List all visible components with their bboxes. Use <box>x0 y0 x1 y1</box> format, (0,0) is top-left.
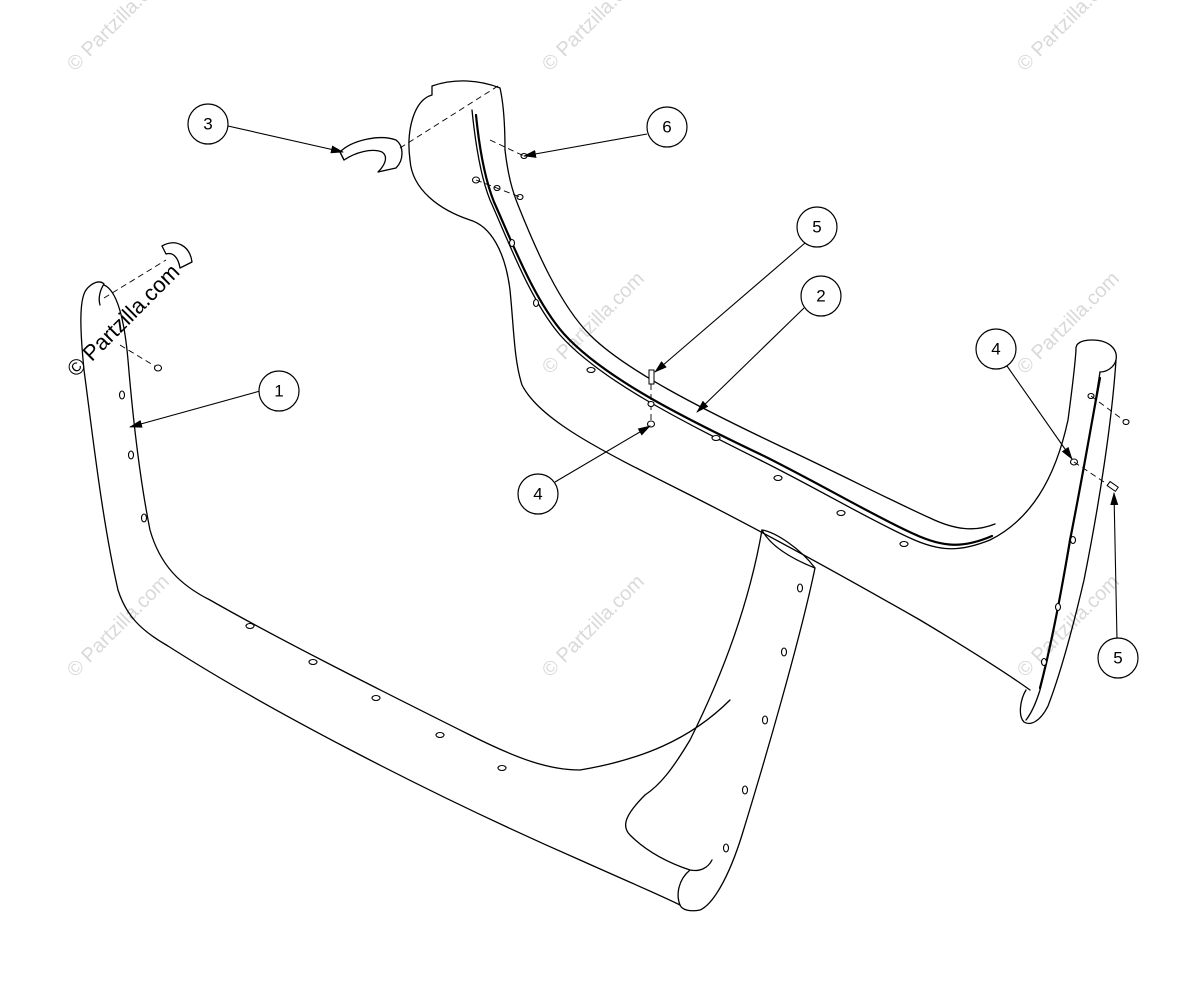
watermark-text: © Partzilla.com <box>63 571 174 682</box>
callout-circle <box>517 473 559 515</box>
callout-circle <box>187 103 229 145</box>
part-2-right-side-panel <box>399 80 1130 725</box>
watermark-text: © Partzilla.com <box>538 571 649 682</box>
watermark-text: © Partzilla.com <box>1013 0 1124 76</box>
callout-3: 3 <box>187 103 344 154</box>
callout-label: 1 <box>274 382 283 401</box>
callout-5-center: 5 <box>654 206 838 373</box>
callout-4-right: 4 <box>975 328 1073 460</box>
callout-4-center: 4 <box>517 425 651 515</box>
callout-1: 1 <box>129 370 300 428</box>
callout-label: 3 <box>203 115 212 134</box>
callout-circle <box>646 106 688 148</box>
callout-circle <box>258 370 300 412</box>
callout-circle <box>1097 637 1139 679</box>
callout-label: 4 <box>533 485 542 504</box>
callout-circle <box>800 275 842 317</box>
watermark-text: © Partzilla.com <box>1013 268 1124 379</box>
callout-label: 6 <box>662 118 671 137</box>
callout-6: 6 <box>523 106 688 158</box>
watermark-text: © Partzilla.com <box>538 0 649 76</box>
callout-2: 2 <box>696 275 842 413</box>
part-3-u-clip <box>339 137 403 173</box>
callout-circle <box>975 328 1017 370</box>
callout-label: 2 <box>816 287 825 306</box>
watermark-text: © Partzilla.com <box>63 0 174 76</box>
watermark-layer: © Partzilla.com © Partzilla.com © Partzi… <box>62 0 1124 682</box>
callout-label: 5 <box>812 218 821 237</box>
callout-5-right: 5 <box>1097 492 1139 679</box>
part-1-left-side-panel <box>80 242 816 912</box>
watermark-text-dark: © Partzilla.com <box>62 259 185 382</box>
callout-circle <box>796 206 838 248</box>
callout-label: 4 <box>991 340 1000 359</box>
callout-label: 5 <box>1113 649 1122 668</box>
